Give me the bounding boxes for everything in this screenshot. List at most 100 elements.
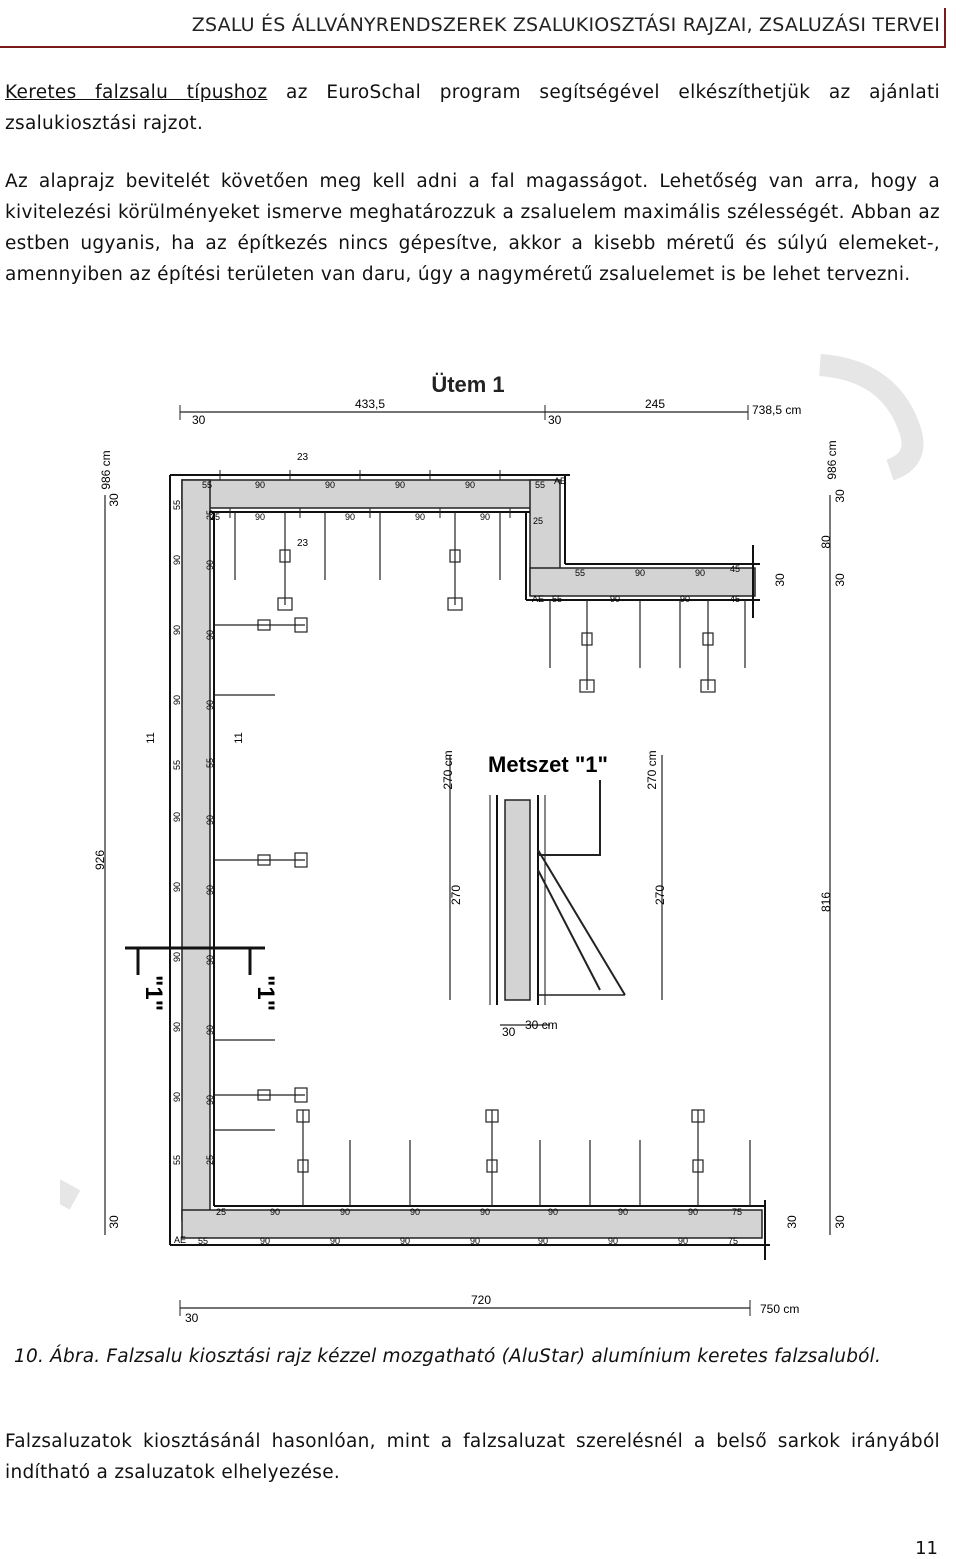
inner-top-25: 25 bbox=[210, 512, 220, 522]
inner-left-6: 90 bbox=[205, 885, 215, 895]
left-panel-10: 55 bbox=[172, 1155, 182, 1165]
inner-top-90a: 90 bbox=[255, 512, 265, 522]
bottom-panel-90c: 90 bbox=[400, 1236, 410, 1246]
top-dim-2: 245 bbox=[645, 397, 665, 411]
inner-left-8: 90 bbox=[205, 1025, 215, 1035]
misc-23b: 23 bbox=[297, 538, 309, 549]
step-bottom-45: 45 bbox=[730, 594, 740, 604]
page-header: ZSALU ÉS ÁLLVÁNYRENDSZEREK ZSALUKIOSZTÁS… bbox=[0, 0, 960, 48]
intro-paragraph: Keretes falzsalu típushoz az EuroSchal p… bbox=[5, 77, 940, 139]
paragraph-2: Az alaprajz bevitelét követően meg kell … bbox=[5, 171, 940, 285]
header-title: ZSALU ÉS ÁLLVÁNYRENDSZEREK ZSALUKIOSZTÁS… bbox=[191, 14, 940, 36]
top-dim-1: 433,5 bbox=[355, 397, 385, 411]
bottom-panel-90a: 90 bbox=[260, 1236, 270, 1246]
right-dim-30c: 30 bbox=[785, 1215, 799, 1229]
step-bottom-55: 55 bbox=[552, 594, 562, 604]
right-dim-816: 816 bbox=[819, 892, 833, 912]
paragraph-3: Falzsaluzatok kiosztásánál hasonlóan, mi… bbox=[5, 1431, 940, 1483]
top-panel-55b: 55 bbox=[535, 480, 545, 490]
inner-left-5: 90 bbox=[205, 815, 215, 825]
left-panel-5: 90 bbox=[172, 812, 182, 822]
left-dim-11b: 11 bbox=[233, 732, 245, 743]
right-dim-30a: 30 bbox=[833, 489, 847, 503]
intro-link[interactable]: Keretes falzsalu típushoz bbox=[5, 82, 268, 103]
inner-top-25b: 25 bbox=[533, 516, 543, 526]
left-panel-2: 90 bbox=[172, 625, 182, 635]
inner-bottom-90e: 90 bbox=[548, 1207, 558, 1217]
left-panel-11: AE bbox=[174, 1235, 186, 1245]
section-mark-left: "1" bbox=[140, 975, 167, 1011]
drawing-title: Ütem 1 bbox=[431, 372, 504, 397]
left-dim-11a: 11 bbox=[145, 732, 157, 743]
inner-left-7: 90 bbox=[205, 955, 215, 965]
bottom-panel-90e: 90 bbox=[538, 1236, 548, 1246]
step-bottom-ae: AE bbox=[532, 594, 544, 604]
top-dim-30b: 30 bbox=[548, 413, 562, 427]
section-title: Metszet "1" bbox=[488, 752, 608, 777]
step-panel-90b: 90 bbox=[695, 568, 705, 578]
bottom-panel-90d: 90 bbox=[470, 1236, 480, 1246]
inner-left-4: 55 bbox=[205, 758, 215, 768]
right-dim-total: 986 cm bbox=[825, 440, 839, 479]
inner-bottom-90f: 90 bbox=[618, 1207, 628, 1217]
inner-top-90d: 90 bbox=[480, 512, 490, 522]
inner-bottom-90b: 90 bbox=[340, 1207, 350, 1217]
left-dim-30b: 30 bbox=[107, 1215, 121, 1229]
section-left-270: 270 bbox=[449, 885, 463, 905]
bottom-dim-total: 750 cm bbox=[760, 1302, 799, 1316]
inner-bottom-90g: 90 bbox=[688, 1207, 698, 1217]
header-rule-vertical bbox=[944, 8, 946, 48]
bottom-panel-90g: 90 bbox=[678, 1236, 688, 1246]
step-panel-45: 45 bbox=[730, 564, 740, 574]
top-panel-90a: 90 bbox=[255, 480, 265, 490]
formwork-plan-svg: Ütem 1 433,5 245 738,5 cm 30 30 986 cm 3… bbox=[14, 354, 924, 1325]
inner-bottom-90d: 90 bbox=[480, 1207, 490, 1217]
step-bottom-90b: 90 bbox=[680, 594, 690, 604]
inner-left-3: 90 bbox=[205, 700, 215, 710]
step-dim-30: 30 bbox=[773, 573, 787, 587]
formwork-drawing: Ütem 1 433,5 245 738,5 cm 30 30 986 cm 3… bbox=[14, 350, 940, 1340]
inner-bottom-90a: 90 bbox=[270, 1207, 280, 1217]
top-dim-total: 738,5 cm bbox=[752, 403, 801, 417]
step-panel-55: 55 bbox=[575, 568, 585, 578]
page-number: 11 bbox=[915, 1538, 938, 1559]
inner-left-0: 25 bbox=[205, 510, 215, 520]
intro-rest: az EuroSchal program segítségével elkész… bbox=[5, 82, 940, 134]
figure-caption: 10. Ábra. Falzsalu kiosztási rajz kézzel… bbox=[14, 1346, 882, 1367]
left-panel-4: 55 bbox=[172, 760, 182, 770]
top-panel-55: 55 bbox=[202, 480, 212, 490]
left-panel-0: 55 bbox=[172, 500, 182, 510]
top-panel-ae: AE bbox=[554, 476, 566, 486]
top-panel-90b: 90 bbox=[325, 480, 335, 490]
left-panel-9: 90 bbox=[172, 1092, 182, 1102]
section-right-270: 270 bbox=[653, 885, 667, 905]
step-bottom-90a: 90 bbox=[610, 594, 620, 604]
bottom-panel-90f: 90 bbox=[608, 1236, 618, 1246]
bottom-panel-55: 55 bbox=[198, 1236, 208, 1246]
bottom-dim-30: 30 bbox=[185, 1311, 199, 1325]
left-panel-1: 90 bbox=[172, 555, 182, 565]
left-dim-30a: 30 bbox=[107, 493, 121, 507]
section-mark-right: "1" bbox=[252, 975, 279, 1011]
section-right-dim: 270 cm bbox=[645, 750, 659, 789]
left-panel-6: 90 bbox=[172, 882, 182, 892]
bottom-panel-90b: 90 bbox=[330, 1236, 340, 1246]
section-left-dim: 270 cm bbox=[441, 750, 455, 789]
bottom-dim-720: 720 bbox=[471, 1293, 491, 1307]
top-dim-30a: 30 bbox=[192, 413, 206, 427]
bottom-panel-75: 75 bbox=[728, 1236, 738, 1246]
section-bottom-30: 30 bbox=[502, 1025, 516, 1039]
right-dim-80: 80 bbox=[819, 535, 833, 549]
step-panel-90a: 90 bbox=[635, 568, 645, 578]
left-dim-total: 986 cm bbox=[99, 450, 113, 489]
section-bottom-30cm: 30 cm bbox=[525, 1018, 558, 1032]
top-panel-90c: 90 bbox=[395, 480, 405, 490]
inner-bottom-90c: 90 bbox=[410, 1207, 420, 1217]
inner-bottom-25: 25 bbox=[216, 1207, 226, 1217]
top-panel-90d: 90 bbox=[465, 480, 475, 490]
inner-left-9: 90 bbox=[205, 1095, 215, 1105]
inner-left-10: 25 bbox=[205, 1155, 215, 1165]
inner-top-90b: 90 bbox=[345, 512, 355, 522]
inner-bottom-75: 75 bbox=[732, 1207, 742, 1217]
left-panel-8: 90 bbox=[172, 1022, 182, 1032]
